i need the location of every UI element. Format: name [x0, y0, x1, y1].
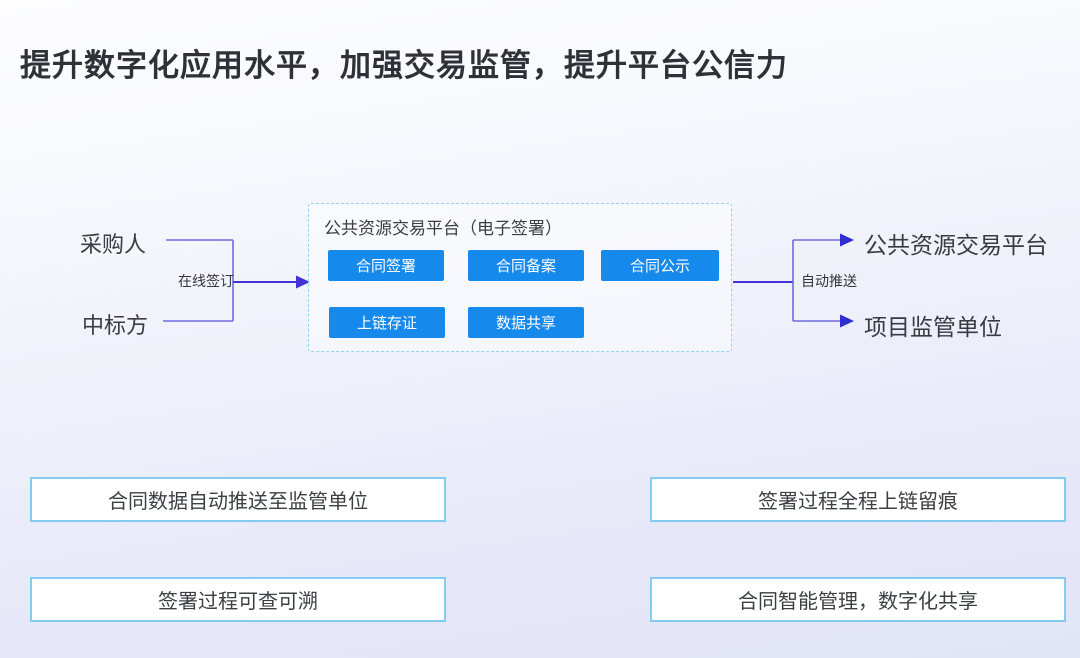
target-edge-label: 自动推送 — [801, 273, 857, 289]
target-arrowhead-bottom-icon — [840, 314, 854, 328]
source-label-purchaser: 采购人 — [80, 232, 147, 257]
module-button-contract-sign[interactable]: 合同签署 — [328, 250, 444, 281]
benefit-box-push-to-regulator: 合同数据自动推送至监管单位 — [30, 477, 446, 522]
target-label-trading-platform: 公共资源交易平台 — [864, 232, 1048, 258]
target-label-project-regulator: 项目监管单位 — [864, 314, 1002, 340]
benefit-box-traceable: 签署过程可查可溯 — [30, 577, 446, 622]
platform-box: 公共资源交易平台（电子签署） 合同签署 合同备案 合同公示 上链存证 数据共享 — [308, 203, 732, 352]
module-button-contract-filing[interactable]: 合同备案 — [468, 250, 584, 281]
benefit-box-smart-management: 合同智能管理，数字化共享 — [650, 577, 1066, 622]
module-button-contract-publicity[interactable]: 合同公示 — [601, 250, 719, 281]
module-button-chain-deposit[interactable]: 上链存证 — [329, 307, 445, 338]
source-edge-label: 在线签订 — [178, 273, 234, 289]
target-arrowhead-top-icon — [840, 233, 854, 247]
platform-title: 公共资源交易平台（电子签署） — [324, 219, 562, 238]
source-label-winning-bidder: 中标方 — [82, 313, 149, 338]
benefit-box-chain-trace: 签署过程全程上链留痕 — [650, 477, 1066, 522]
page-title: 提升数字化应用水平，加强交易监管，提升平台公信力 — [20, 48, 788, 83]
module-button-data-sharing[interactable]: 数据共享 — [468, 307, 584, 338]
